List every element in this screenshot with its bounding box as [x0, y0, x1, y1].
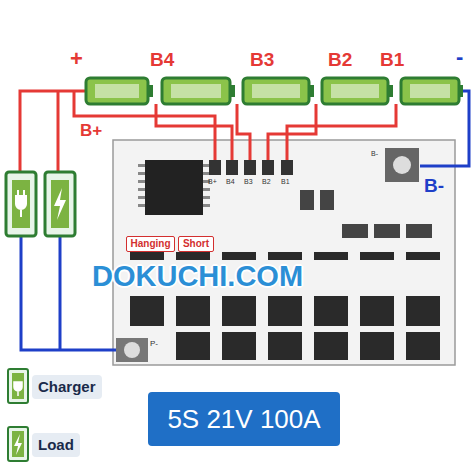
balance-pins: [209, 160, 293, 175]
cell-label: B4: [150, 50, 174, 69]
terminal-label: +: [70, 48, 83, 70]
pin-silkscreen: B3: [244, 178, 253, 185]
legend-entry: Load: [32, 433, 80, 457]
watermark: DOKUCHI.COM: [92, 262, 303, 291]
pad-silkscreen: B-: [371, 150, 378, 157]
indicator-tag: Short: [178, 236, 214, 252]
node-text: Short: [183, 239, 209, 249]
ic-chip: [145, 160, 203, 215]
charger-icon: [6, 172, 36, 236]
pin-silkscreen: B1: [281, 178, 290, 185]
pad-silkscreen: P-: [150, 340, 158, 348]
legend-entry: Charger: [32, 375, 102, 399]
legend-text: Charger: [38, 378, 96, 395]
b-minus-pad: [385, 148, 419, 182]
pin-silkscreen: B2: [262, 178, 271, 185]
legend-text: Load: [38, 436, 74, 453]
legend-load-icon: [8, 427, 28, 461]
pin-silkscreen: B+: [208, 178, 217, 185]
node-text: 5S 21V 100A: [167, 406, 320, 432]
cell-label: B3: [250, 50, 274, 69]
cell-label: B2: [328, 50, 352, 69]
spec-box: 5S 21V 100A: [148, 392, 340, 446]
terminal-label: -: [456, 46, 463, 68]
load-icon: [45, 172, 75, 236]
indicator-tag: Hanging: [126, 236, 175, 252]
battery-cells: [86, 78, 463, 104]
legend-charger-icon: [8, 369, 28, 403]
cell-label: B1: [380, 50, 404, 69]
wire-label: B+: [80, 122, 102, 139]
node-text: Hanging: [131, 239, 171, 249]
smd-parts: [300, 190, 432, 238]
wire-label: B-: [424, 176, 444, 195]
p-minus-pad: [116, 338, 148, 362]
pcb-board: [113, 140, 455, 365]
negative-wires: [21, 91, 469, 350]
pin-silkscreen: B4: [226, 178, 235, 185]
